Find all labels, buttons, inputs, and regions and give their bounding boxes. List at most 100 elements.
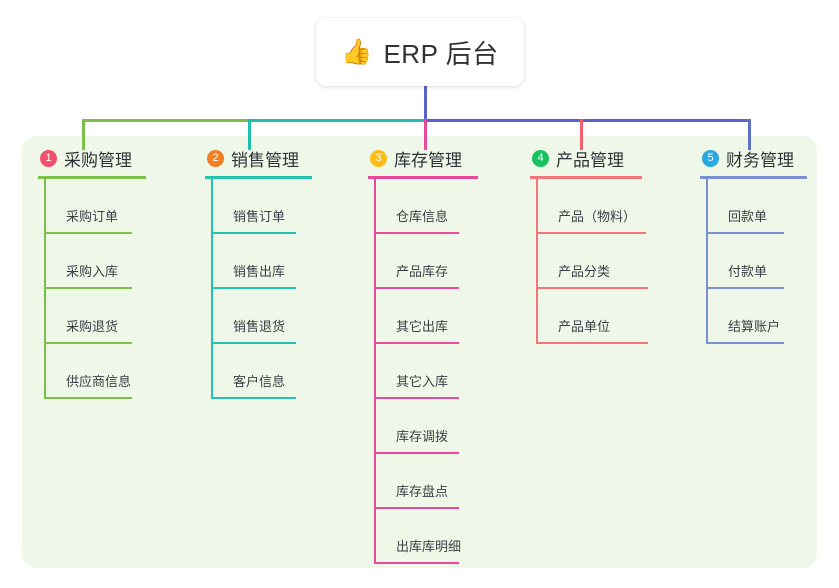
leaf-node[interactable]: 采购订单 (38, 179, 146, 234)
leaf-node-underline (374, 562, 459, 564)
branch-column-5: 5 财务管理回款单付款单结算账户 (700, 146, 807, 344)
leaf-node-underline (374, 232, 459, 234)
branch-leaf-list: 采购订单采购入库采购退货供应商信息 (38, 179, 146, 399)
leaf-node-label: 销售订单 (233, 209, 286, 224)
connector-drop-branch-1 (82, 119, 85, 150)
leaf-node[interactable]: 库存盘点 (368, 454, 478, 509)
branch-column-2: 2 销售管理销售订单销售出库销售退货客户信息 (205, 146, 312, 399)
branch-underline (368, 176, 478, 179)
branch-number-badge: 4 (532, 149, 549, 167)
leaf-node[interactable]: 销售订单 (205, 179, 312, 234)
leaf-node-label: 产品库存 (396, 264, 449, 279)
leaf-node[interactable]: 客户信息 (205, 344, 312, 399)
branch-underline (38, 176, 146, 179)
diagram-background-panel (22, 136, 817, 568)
root-node-erp-backend[interactable]: 👍 ERP 后台 (316, 18, 524, 86)
leaf-node[interactable]: 付款单 (700, 234, 807, 289)
leaf-node[interactable]: 采购退货 (38, 289, 146, 344)
leaf-node-label: 仓库信息 (396, 209, 449, 224)
branch-number-badge: 2 (207, 149, 224, 167)
leaf-node-label: 结算账户 (728, 319, 781, 334)
connector-bar-segment-indigo (424, 119, 751, 122)
leaf-node[interactable]: 库存调拨 (368, 399, 478, 454)
leaf-node-label: 销售出库 (233, 264, 286, 279)
leaf-node-label: 产品分类 (558, 264, 611, 279)
leaf-node-label: 销售退货 (233, 319, 286, 334)
leaf-node-underline (374, 507, 459, 509)
branch-spine-vertical (706, 179, 708, 344)
branch-header-库存管理[interactable]: 3 库存管理 (368, 146, 478, 170)
branch-column-1: 1 采购管理采购订单采购入库采购退货供应商信息 (38, 146, 146, 399)
branch-header-财务管理[interactable]: 5 财务管理 (700, 146, 807, 170)
leaf-node-underline (211, 287, 296, 289)
root-node-title: ERP 后台 (383, 38, 499, 69)
leaf-node-underline (211, 397, 296, 399)
branch-leaf-list: 销售订单销售出库销售退货客户信息 (205, 179, 312, 399)
leaf-node-underline (706, 287, 784, 289)
leaf-node[interactable]: 销售出库 (205, 234, 312, 289)
leaf-node[interactable]: 回款单 (700, 179, 807, 234)
leaf-node[interactable]: 产品（物料） (530, 179, 646, 234)
leaf-node-label: 其它出库 (396, 319, 449, 334)
leaf-node[interactable]: 出库库明细 (368, 509, 478, 564)
leaf-node[interactable]: 采购入库 (38, 234, 146, 289)
leaf-node[interactable]: 供应商信息 (38, 344, 146, 399)
branch-underline (205, 176, 312, 179)
connector-bar-segment-teal (248, 119, 427, 122)
leaf-node-label: 采购订单 (66, 209, 119, 224)
branch-title-label: 库存管理 (394, 150, 462, 170)
leaf-node-label: 库存盘点 (396, 484, 449, 499)
branch-number-badge: 1 (40, 149, 57, 167)
thumbs-up-icon: 👍 (341, 37, 373, 66)
branch-spine-vertical (374, 179, 376, 564)
leaf-node-underline (374, 397, 459, 399)
leaf-node-underline (44, 342, 132, 344)
branch-column-4: 4 产品管理产品（物料） 产品分类产品单位 (530, 146, 648, 344)
branch-leaf-list: 产品（物料） 产品分类产品单位 (530, 179, 648, 344)
branch-number-badge: 3 (370, 149, 387, 167)
leaf-node[interactable]: 其它入库 (368, 344, 478, 399)
branch-title-label: 销售管理 (231, 150, 299, 170)
leaf-node-underline (211, 232, 296, 234)
branch-spine-vertical (536, 179, 538, 344)
leaf-node-underline (374, 287, 459, 289)
branch-header-采购管理[interactable]: 1 采购管理 (38, 146, 146, 170)
leaf-node-label: 供应商信息 (66, 374, 132, 389)
branch-title-label: 产品管理 (556, 150, 624, 170)
leaf-node-underline (211, 342, 296, 344)
connector-drop-branch-5 (748, 119, 751, 150)
leaf-node-underline (374, 342, 459, 344)
leaf-node[interactable]: 仓库信息 (368, 179, 478, 234)
branch-number-badge: 5 (702, 149, 719, 167)
leaf-node-underline (44, 232, 132, 234)
leaf-node[interactable]: 销售退货 (205, 289, 312, 344)
connector-drop-branch-4 (580, 119, 583, 150)
leaf-node-label: 付款单 (728, 264, 768, 279)
branch-leaf-list: 回款单付款单结算账户 (700, 179, 807, 344)
leaf-node-underline (706, 342, 784, 344)
leaf-node-label: 采购退货 (66, 319, 119, 334)
leaf-node-underline (44, 397, 132, 399)
branch-header-销售管理[interactable]: 2 销售管理 (205, 146, 312, 170)
leaf-node-label: 出库库明细 (396, 539, 462, 554)
branch-underline (700, 176, 807, 179)
branch-header-产品管理[interactable]: 4 产品管理 (530, 146, 642, 170)
leaf-node-label: 其它入库 (396, 374, 449, 389)
branch-underline (530, 176, 642, 179)
leaf-node[interactable]: 产品分类 (530, 234, 648, 289)
branch-title-label: 财务管理 (726, 150, 794, 170)
leaf-node-label: 客户信息 (233, 374, 286, 389)
branch-leaf-list: 仓库信息产品库存其它出库其它入库库存调拨库存盘点出库库明细 (368, 179, 478, 564)
branch-spine-vertical (211, 179, 213, 399)
leaf-node-label: 回款单 (728, 209, 768, 224)
leaf-node[interactable]: 产品单位 (530, 289, 648, 344)
leaf-node[interactable]: 结算账户 (700, 289, 807, 344)
branch-title-label: 采购管理 (64, 150, 132, 170)
leaf-node[interactable]: 产品库存 (368, 234, 478, 289)
connector-drop-branch-3 (424, 119, 427, 150)
branch-column-3: 3 库存管理仓库信息产品库存其它出库其它入库库存调拨库存盘点出库库明细 (368, 146, 478, 564)
leaf-node-label: 库存调拨 (396, 429, 449, 444)
leaf-node-underline (706, 232, 784, 234)
leaf-node-underline (374, 452, 459, 454)
leaf-node[interactable]: 其它出库 (368, 289, 478, 344)
